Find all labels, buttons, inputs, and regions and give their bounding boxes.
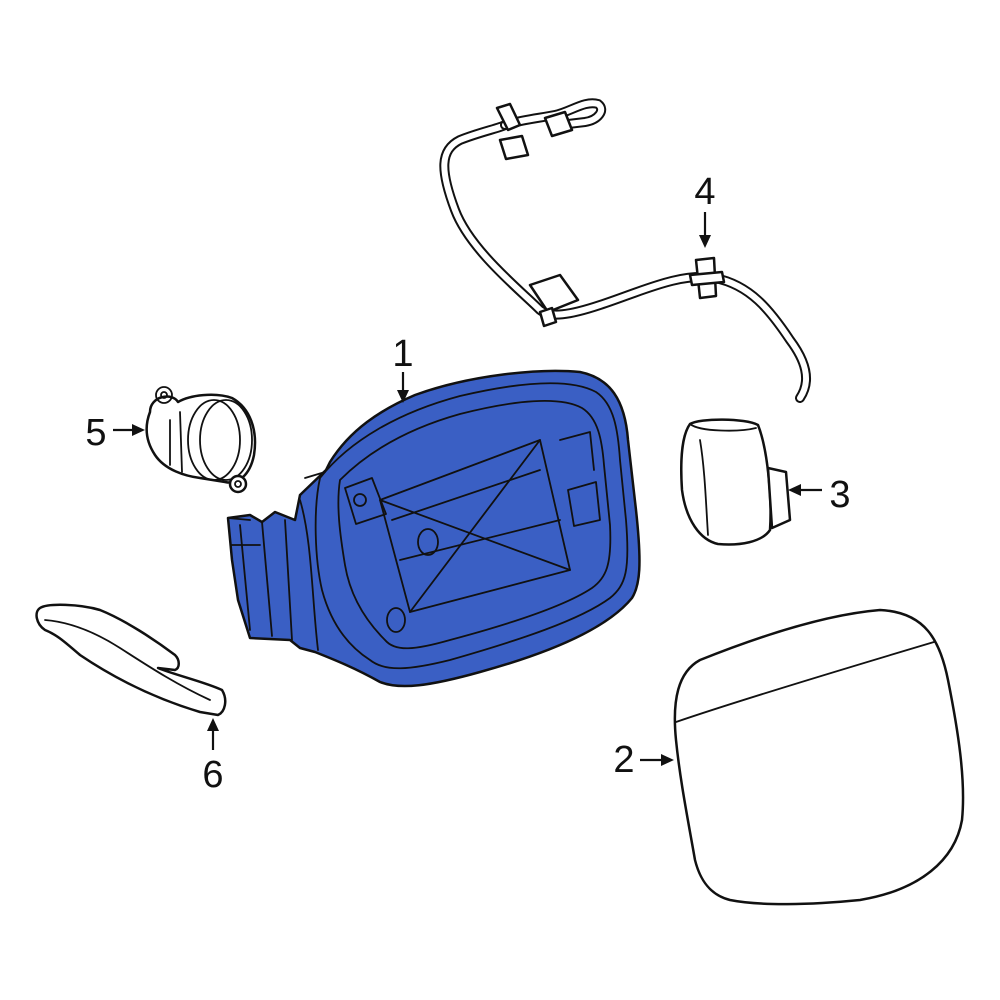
callout-label-3: 3 — [829, 474, 850, 516]
fuel-door — [673, 608, 965, 906]
callout-label-2: 2 — [613, 739, 634, 781]
door-actuator-cover — [680, 418, 792, 546]
callout-label-6: 6 — [202, 754, 223, 796]
wiring-harness — [439, 98, 812, 403]
fuel-filler-housing — [226, 369, 641, 688]
callout-5: 5 — [85, 412, 145, 454]
callout-label-1: 1 — [392, 333, 413, 375]
callout-label-4: 4 — [694, 171, 715, 213]
callout-3: 3 — [788, 474, 851, 516]
callout-1: 1 — [392, 333, 414, 403]
callout-4: 4 — [694, 171, 716, 248]
callout-2: 2 — [613, 739, 674, 781]
arrow-head-4 — [699, 235, 711, 248]
callout-label-5: 5 — [85, 412, 106, 454]
arrow-head-3 — [788, 484, 801, 496]
hinge-arm — [35, 603, 227, 717]
callout-6: 6 — [202, 718, 224, 796]
arrow-head-2 — [661, 754, 674, 766]
lock-actuator — [145, 386, 257, 494]
arrow-head-6 — [207, 718, 219, 731]
arrow-head-5 — [132, 424, 145, 436]
arrow-head-1 — [397, 390, 409, 403]
